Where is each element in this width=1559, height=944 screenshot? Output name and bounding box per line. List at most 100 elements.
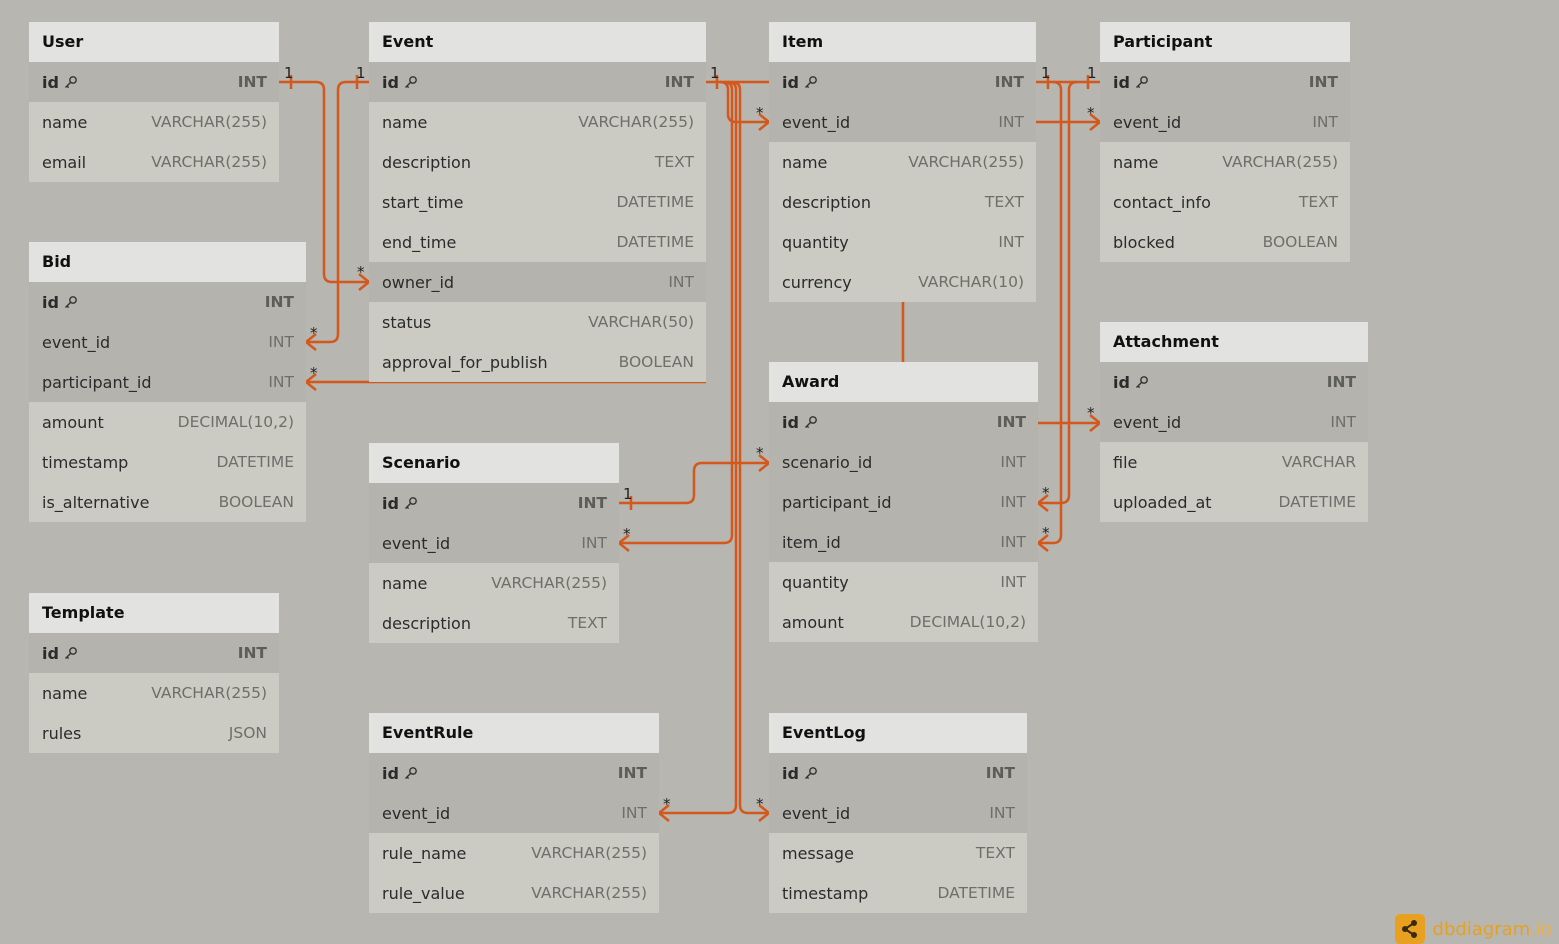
column-name: item_id [782, 532, 841, 552]
many-marker[interactable] [758, 804, 771, 822]
table-header[interactable]: Template [29, 593, 279, 633]
rel-line-award-item[interactable] [1038, 80, 1063, 545]
table-header[interactable]: EventRule [369, 713, 659, 753]
many-marker[interactable] [1036, 494, 1049, 512]
many-marker[interactable] [1036, 534, 1049, 552]
table-header[interactable]: Participant [1100, 22, 1350, 62]
many-marker[interactable] [358, 273, 371, 291]
many-marker[interactable] [1089, 113, 1102, 131]
many-marker[interactable] [617, 534, 630, 552]
rel-line-item-event[interactable] [719, 80, 769, 124]
rel-line-eventlog-event[interactable] [731, 80, 769, 815]
table-header[interactable]: Attachment [1100, 322, 1368, 362]
many-marker[interactable] [304, 373, 317, 391]
many-marker[interactable] [758, 113, 771, 131]
table-header[interactable]: Item [769, 22, 1036, 62]
rel-line-bid-event[interactable] [306, 80, 369, 344]
table-header[interactable]: Scenario [369, 443, 619, 483]
column-name: scenario_id [782, 452, 873, 472]
rel-line-award-scenario[interactable] [619, 461, 769, 505]
column-name-wrap: participant_id [782, 493, 891, 512]
table-header[interactable]: Bid [29, 242, 306, 282]
rel-line-award-participant[interactable] [1038, 80, 1078, 505]
table-header[interactable]: EventLog [769, 713, 1027, 753]
many-marker[interactable] [304, 333, 317, 351]
many-marker[interactable] [1089, 414, 1102, 432]
table-header[interactable]: Award [769, 362, 1038, 402]
many-marker[interactable] [657, 804, 670, 822]
table-header[interactable]: User [29, 22, 279, 62]
column-type: VARCHAR(255) [1222, 153, 1338, 171]
column-name-wrap: id [782, 413, 818, 432]
brand-badge[interactable]: dbdiagram.io [1394, 914, 1552, 944]
table-header[interactable]: Event [369, 22, 706, 62]
many-marker[interactable] [758, 454, 771, 472]
